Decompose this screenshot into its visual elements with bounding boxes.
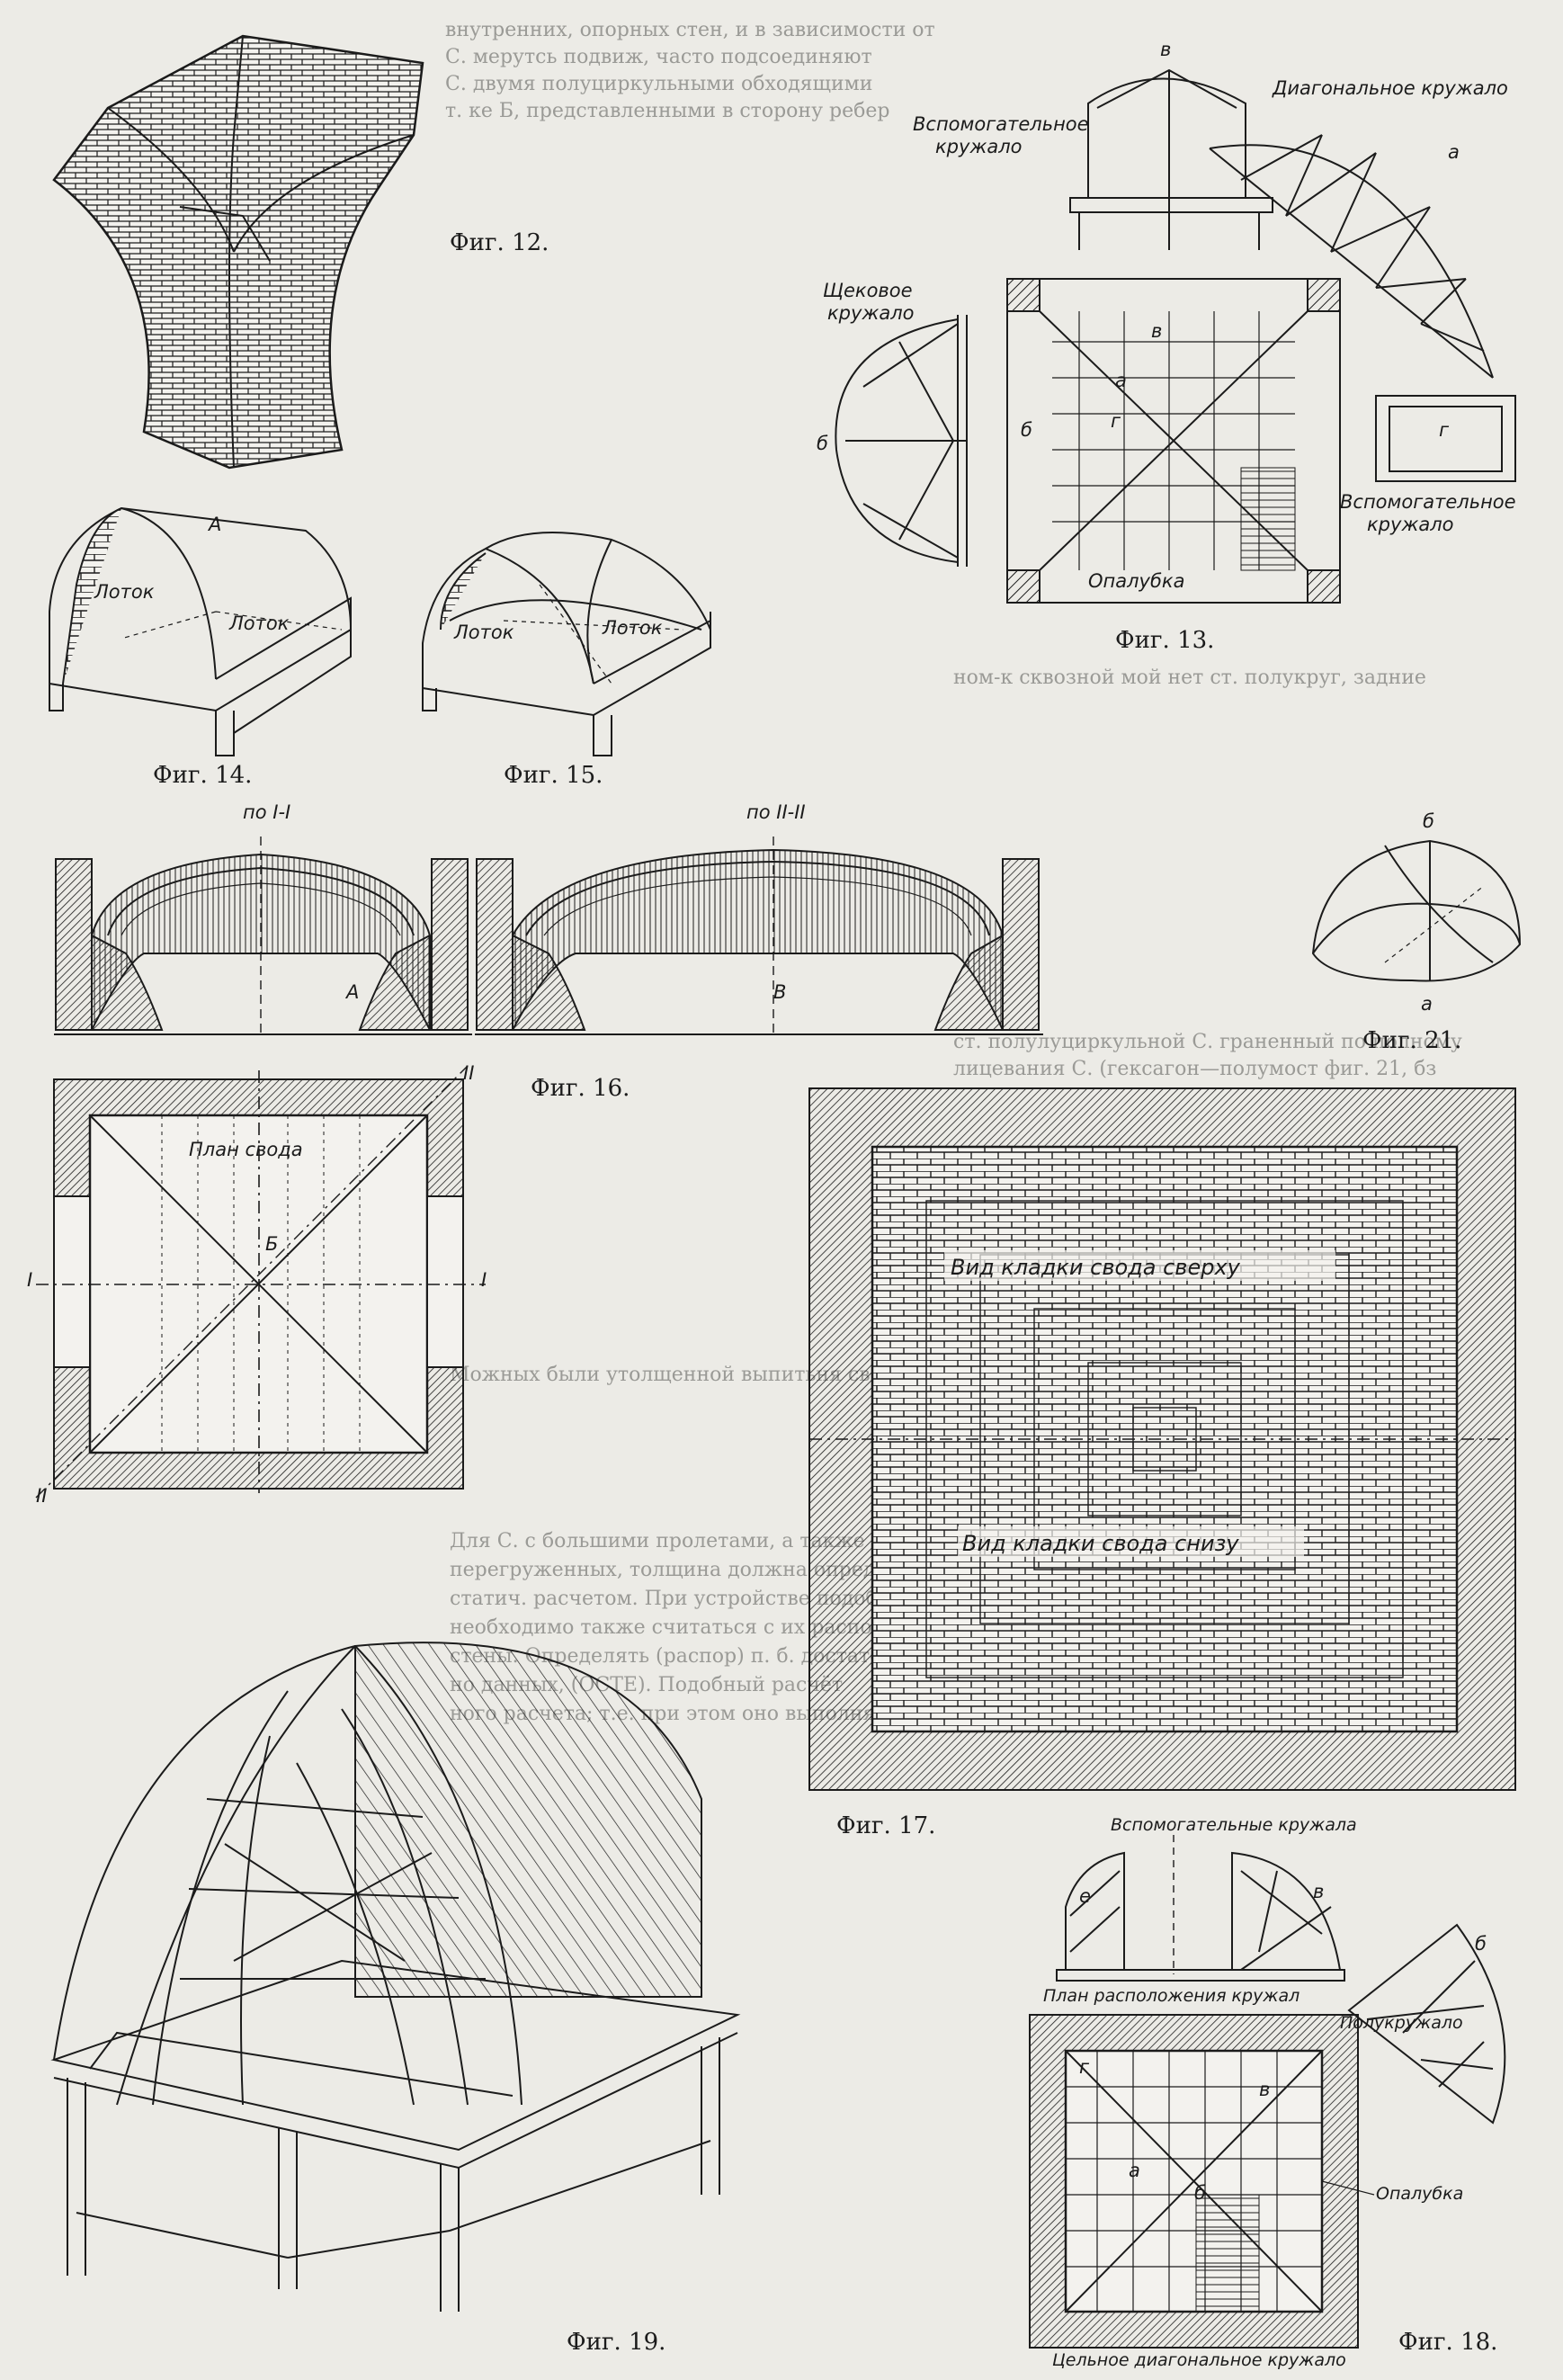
svg-text:Диагональное кружало: Диагональное кружало — [1272, 77, 1508, 99]
fig17-caption: Фиг. 17. — [836, 1812, 935, 1839]
fig19-caption: Фиг. 19. — [567, 2329, 665, 2356]
svg-text:Вид кладки свода сверху: Вид кладки свода сверху — [951, 1255, 1241, 1280]
svg-text:План свода: План свода — [189, 1139, 303, 1160]
svg-text:а: а — [1129, 2160, 1140, 2181]
svg-text:С. мерутсь подвиж, часто подсо: С. мерутсь подвиж, часто подсоединяют — [445, 46, 872, 68]
fig13-caption: Фиг. 13. — [1115, 627, 1214, 654]
svg-text:г: г — [1079, 2056, 1090, 2078]
fig12-caption: Фиг. 12. — [450, 229, 549, 256]
svg-text:внутренних, опорных стен, и в: внутренних, опорных стен, и в зависимост… — [445, 19, 935, 41]
svg-text:План расположения кружал: План расположения кружал — [1043, 1986, 1300, 2006]
svg-text:Б: Б — [265, 1233, 278, 1255]
svg-text:Вид кладки свода снизу: Вид кладки свода снизу — [962, 1531, 1239, 1556]
svg-text:г: г — [1439, 419, 1450, 441]
svg-text:б: б — [817, 433, 828, 454]
svg-text:Цельное диагональное кружало: Цельное диагональное кружало — [1052, 2350, 1346, 2370]
svg-text:Щековое: Щековое — [823, 280, 913, 301]
background-text: внутренних, опорных стен, и в зависимост… — [445, 19, 1462, 1725]
svg-text:по I-I: по I-I — [243, 801, 290, 823]
svg-text:Вспомогательные кружала: Вспомогательные кружала — [1111, 1815, 1357, 1835]
svg-text:II: II — [463, 1062, 474, 1084]
svg-text:а: а — [1448, 141, 1460, 163]
svg-text:I: I — [481, 1269, 487, 1291]
svg-text:В: В — [773, 981, 786, 1003]
fig16-caption: Фиг. 16. — [531, 1075, 630, 1102]
svg-text:Вспомогательное: Вспомогательное — [913, 113, 1089, 135]
svg-text:А: А — [207, 514, 221, 535]
figure-12: Фиг. 12. — [52, 34, 549, 470]
svg-text:кружало: кружало — [935, 136, 1023, 157]
fig15-caption: Фиг. 15. — [504, 762, 603, 789]
svg-text:Лоток: Лоток — [94, 581, 155, 603]
svg-text:в: в — [1151, 320, 1162, 342]
svg-text:Полукружало: Полукружало — [1340, 2013, 1463, 2033]
svg-text:Вспомогательное: Вспомогательное — [1340, 491, 1516, 513]
svg-text:лицевания С. (гексагон—полумос: лицевания С. (гексагон—полумост фиг. 21,… — [953, 1058, 1436, 1080]
figure-21: б а Фиг. 21. — [1311, 810, 1522, 1054]
fig21-caption: Фиг. 21. — [1362, 1027, 1461, 1054]
svg-text:Опалубка: Опалубка — [1088, 570, 1184, 592]
svg-text:а: а — [1421, 993, 1433, 1015]
figure-13: в Вспомогательное кружало Диагональное к… — [817, 39, 1516, 654]
svg-text:б: б — [1475, 1933, 1487, 1955]
svg-text:Опалубка: Опалубка — [1376, 2184, 1463, 2204]
svg-text:по II-II: по II-II — [746, 801, 806, 823]
svg-text:I: I — [27, 1269, 32, 1291]
svg-text:II: II — [36, 1485, 47, 1507]
svg-text:Лоток: Лоток — [602, 617, 663, 639]
svg-text:Лоток: Лоток — [453, 622, 514, 643]
figure-16: по I-I по II-II А В Фиг. 16. П — [27, 801, 1043, 1507]
figure-14: Лоток Лоток А Фиг. 14. — [49, 506, 352, 789]
svg-text:б: б — [1194, 2182, 1206, 2204]
svg-text:е: е — [1079, 1885, 1091, 1907]
figure-19: Фиг. 19. — [50, 1642, 741, 2356]
svg-text:кружало: кружало — [827, 302, 915, 324]
svg-text:г: г — [1111, 410, 1121, 432]
svg-text:а: а — [1115, 370, 1127, 391]
svg-text:А: А — [344, 981, 359, 1003]
figure-18: Вспомогательные кружала е в План располо… — [1029, 1815, 1506, 2370]
svg-text:в: в — [1259, 2079, 1270, 2100]
svg-text:т. ке Б, представленными в сто: т. ке Б, представленными в сторону ребер — [445, 100, 889, 122]
svg-text:С. двумя полуциркульными обход: С. двумя полуциркульными обходящими — [445, 73, 872, 95]
figure-17: Вид кладки свода сверху Вид кладки свода… — [808, 1087, 1516, 1839]
fig18-caption: Фиг. 18. — [1398, 2329, 1497, 2356]
svg-text:в: в — [1313, 1881, 1324, 1902]
svg-text:б: б — [1021, 419, 1032, 441]
svg-text:б: б — [1423, 810, 1434, 832]
figure-15: Лоток Лоток Фиг. 15. — [422, 532, 711, 789]
fig14-caption: Фиг. 14. — [153, 762, 252, 789]
svg-text:в: в — [1160, 39, 1171, 60]
svg-text:ном-к сквозной мой нет ст. пол: ном-к сквозной мой нет ст. полукруг, зад… — [953, 667, 1426, 689]
svg-text:кружало: кружало — [1367, 514, 1454, 535]
svg-text:Лоток: Лоток — [228, 613, 290, 634]
